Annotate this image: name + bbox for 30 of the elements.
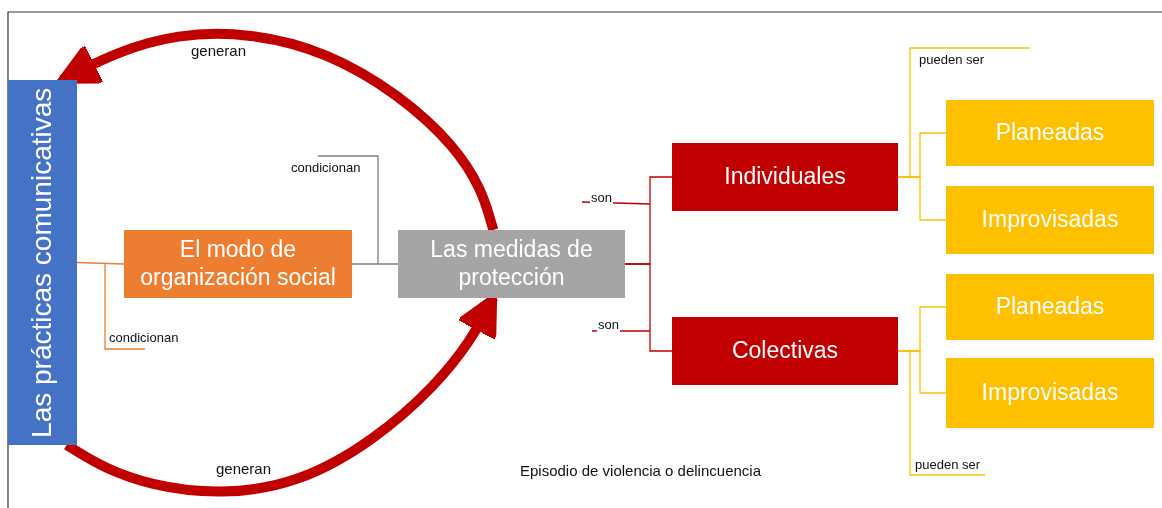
node-label: Improvisadas <box>981 379 1119 407</box>
node-label: Las medidas de protección <box>429 236 594 292</box>
concept-box <box>672 143 898 211</box>
concept-box <box>946 186 1154 254</box>
concept-box <box>124 230 352 298</box>
connector-line <box>897 176 947 221</box>
concept-box <box>946 358 1154 428</box>
concept-box <box>946 274 1154 340</box>
node-label: Colectivas <box>731 337 839 365</box>
node-label: Planeadas <box>995 293 1105 321</box>
concept-box <box>946 100 1154 166</box>
vertical-box <box>8 80 77 445</box>
edge-label: pueden ser <box>918 52 986 67</box>
node-label: Improvisadas <box>981 206 1119 234</box>
edge-label: condicionan <box>108 330 180 345</box>
edge-label: condicionan <box>290 160 362 175</box>
node-label: Individuales <box>724 163 846 191</box>
node-label: Planeadas <box>995 119 1105 147</box>
note-text: Episodio de violencia o delincuencia <box>520 462 761 479</box>
node-label: El modo de organización social <box>139 236 337 292</box>
connector-line <box>897 350 986 476</box>
edge-label: pueden ser <box>914 457 982 472</box>
node-label: Las prácticas comunicativas <box>25 87 59 438</box>
concept-box <box>398 230 625 298</box>
connector-line <box>317 155 399 265</box>
connector-line <box>76 261 146 350</box>
concept-box <box>672 317 898 385</box>
connector-line <box>591 263 673 352</box>
curved-arrow <box>56 28 499 232</box>
connector-line <box>581 176 673 265</box>
